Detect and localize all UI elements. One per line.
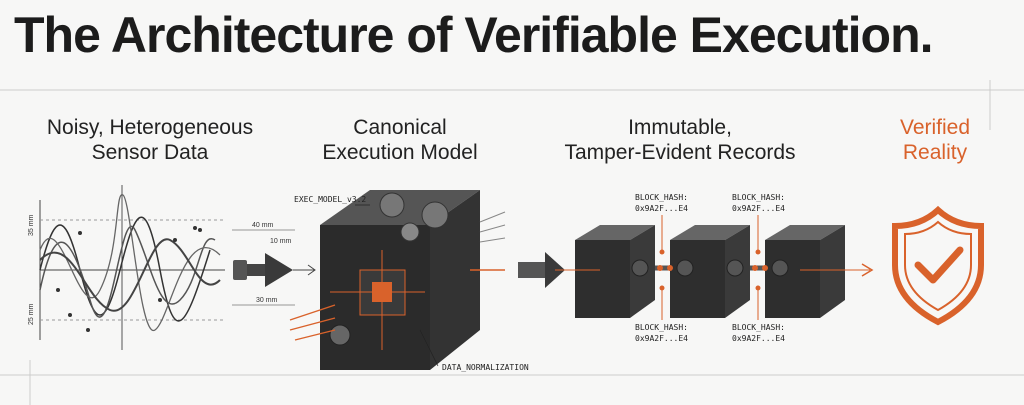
hash-value: 0x9A2F...E4 [635,204,688,213]
block-cube [670,225,750,318]
normalization-label: DATA_NORMALIZATION [442,363,529,372]
input-arrow: 40 mm 10 mm 30 mm [232,222,316,306]
hash-value: 0x9A2F...E4 [732,204,785,213]
model-version-label: EXEC_MODEL_v3.2 [294,195,366,204]
upper-scale-label: 35 mm [28,214,35,236]
heading-line: Noisy, Heterogeneous [46,116,254,139]
dimension-bottom: 30 mm [256,297,278,304]
block-cube [575,225,655,318]
dimension-inner: 10 mm [270,238,292,245]
dimension-width: 40 mm [252,222,274,229]
heading-line: Immutable, [628,116,732,139]
heading-line: Canonical [353,116,447,139]
hash-value: 0x9A2F...E4 [732,334,785,343]
hash-label: BLOCK_HASH: [635,323,688,332]
stage-heading-records: Immutable,Tamper-Evident Records [550,115,810,165]
hash-value: 0x9A2F...E4 [635,334,688,343]
block-cube [765,225,845,318]
heading-line: Reality [902,141,968,164]
heading-line: Tamper-Evident Records [564,141,796,164]
sensor-waveforms: 35 mm 25 mm [28,185,225,350]
execution-model-machine: EXEC_MODEL_v3.2 DATA_NORMALIZATION [289,190,529,372]
hash-label: BLOCK_HASH: [635,193,688,202]
page-title: The Architecture of Verifiable Execution… [14,7,933,63]
heading-line: Sensor Data [91,141,209,164]
verified-shield-icon [892,205,984,326]
checkmark-icon [914,246,964,284]
blueprint-lines [0,80,1024,405]
block-chain: BLOCK_HASH: 0x9A2F...E4 BLOCK_HASH: 0x9A… [555,193,874,343]
heading-line: Verified [899,116,971,139]
lower-scale-label: 25 mm [28,303,35,325]
hash-label: BLOCK_HASH: [732,323,785,332]
heading-line: Execution Model [322,141,478,164]
hash-label: BLOCK_HASH: [732,193,785,202]
